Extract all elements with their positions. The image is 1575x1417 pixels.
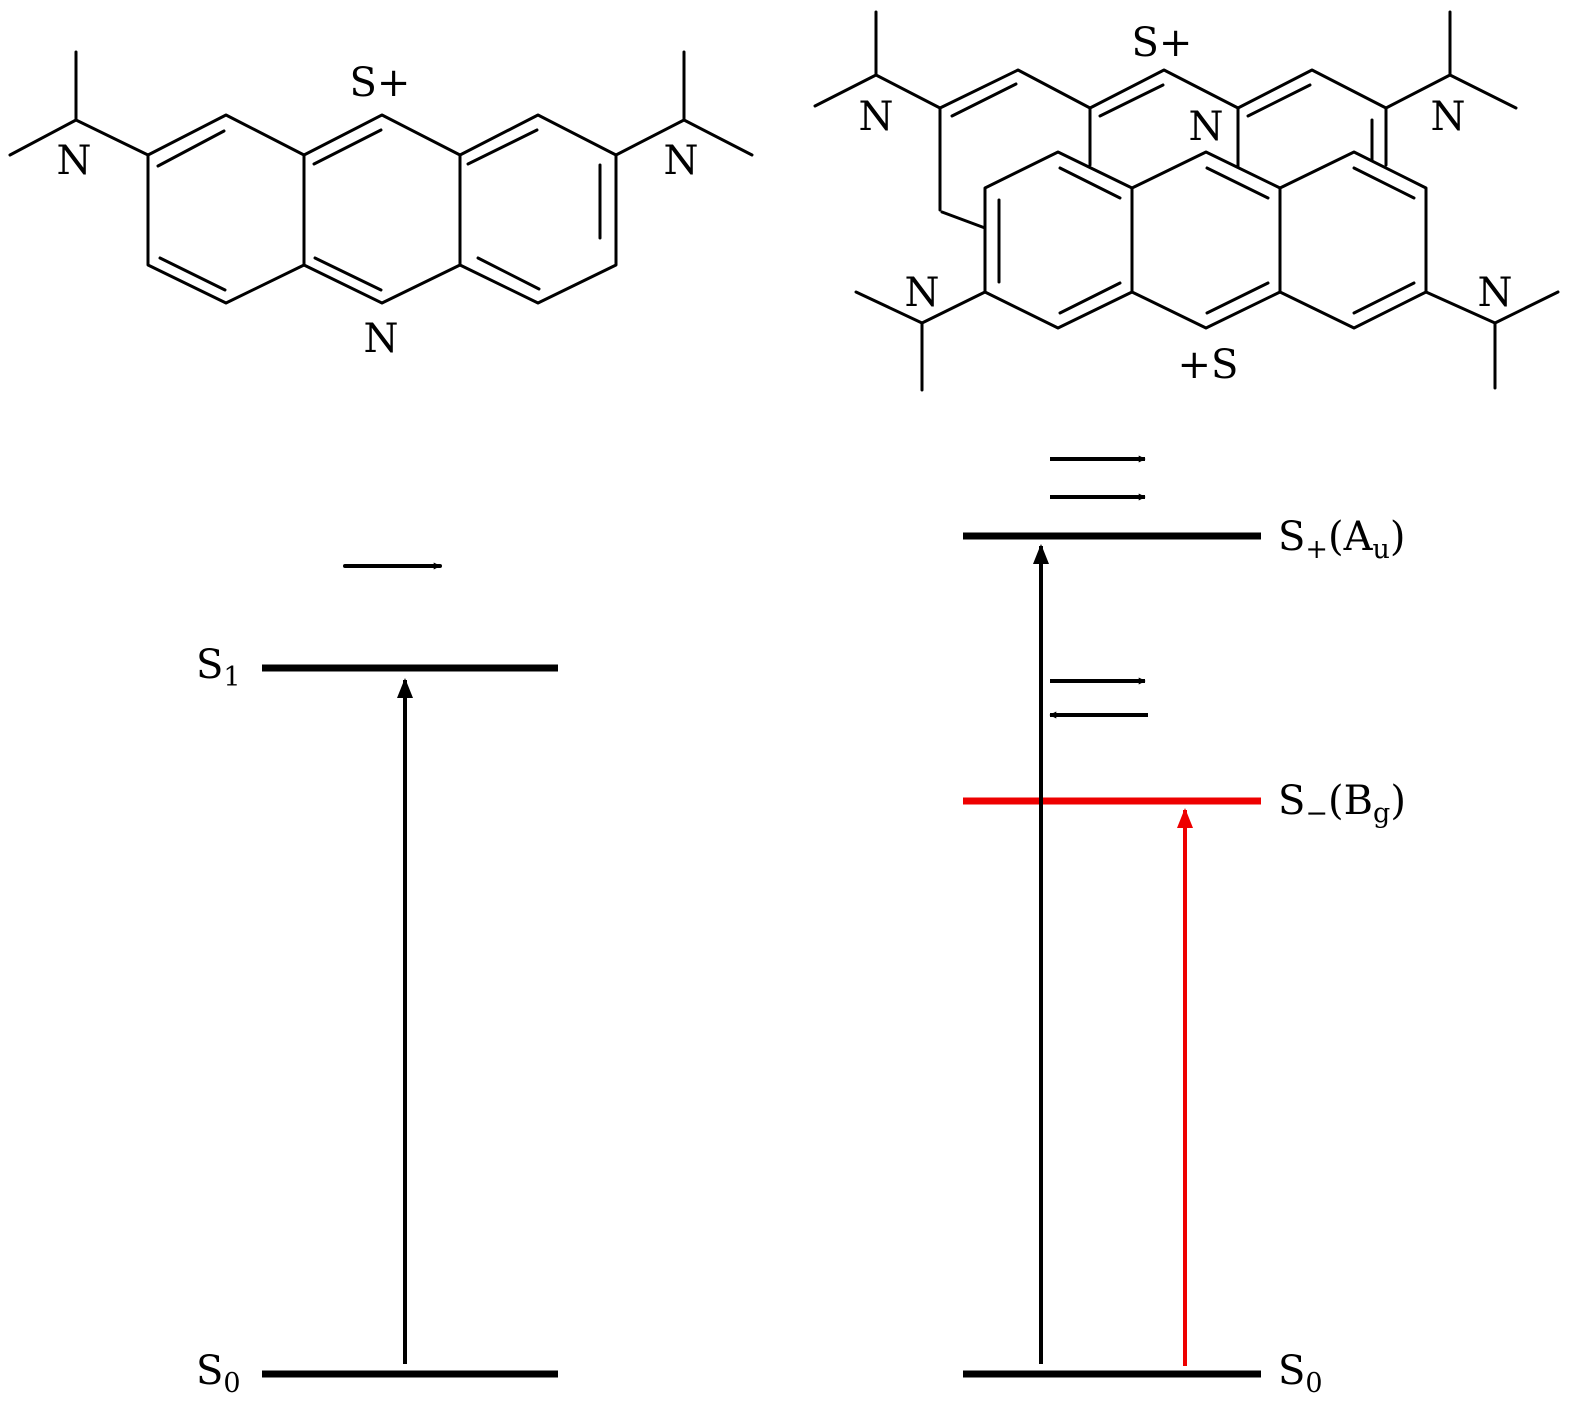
monomer-nitrogen-label: N: [364, 316, 399, 362]
dimer-front-double-6: [1352, 166, 1416, 200]
dimer-front-double-4: [1205, 166, 1270, 200]
monomer-energy-diagram: S1 S0: [196, 562, 558, 1399]
dimer-front-double-1: [1058, 166, 1122, 200]
monomer-right-double-3: [476, 256, 541, 291]
monomer-center-double-2: [313, 256, 383, 292]
monomer-center-double-1: [312, 128, 383, 166]
dimer-amine-label-2: N: [1431, 94, 1466, 140]
dimer-lower-level-label: S−(Bg): [1278, 778, 1406, 829]
dimer-amine-label-4: N: [1478, 270, 1513, 316]
dimer-bottom-sulfur-label: +S: [1178, 342, 1239, 388]
monomer-amine-left-label: N: [57, 138, 92, 184]
dimer-amine-label-3: N: [905, 270, 940, 316]
dimer-front-double-5: [1205, 281, 1270, 315]
dimer-front-molecule: [854, 150, 1560, 392]
monomer-amine-right-label: N: [664, 138, 699, 184]
monomer-left-double-1: [156, 129, 226, 168]
dimer-front-right-amine-bonds: [1424, 290, 1560, 390]
dimer-top-sulfur-label: S+: [1132, 20, 1193, 66]
dimer-front-ring-left: [983, 150, 1134, 330]
dimer-back-ring-left: [938, 68, 1092, 212]
dimer-front-left-amine-bonds: [854, 290, 987, 392]
monomer-left-double-2: [158, 256, 227, 292]
monomer-right-ring: [458, 113, 618, 305]
dimer-ground-level-label: S0: [1278, 1348, 1323, 1399]
dimer-upper-level-label: S+(Au): [1278, 514, 1406, 565]
dimer-nitrogen-label: N: [1189, 104, 1224, 150]
dimer-back-double-4: [1246, 83, 1312, 118]
dimer-front-ring-center: [1130, 150, 1282, 330]
dimer-back-molecule: [813, 10, 1518, 230]
dimer-back-double-1: [950, 82, 1018, 118]
dimer-back-right-amine-bonds: [1384, 10, 1518, 110]
dimer-back-ring-right: [1236, 68, 1388, 167]
dimer-front-double-7: [1352, 281, 1416, 315]
dimer-front-double-3: [1058, 281, 1122, 315]
dimer-back-double-2: [940, 210, 987, 230]
monomer-right-amine-bonds: [614, 50, 754, 157]
dimer-structure: S+ +S N N N N N: [813, 10, 1560, 392]
monomer-left-ring: [146, 113, 306, 305]
monomer-right-double-1: [466, 128, 539, 166]
monomer-center-ring: [302, 113, 462, 305]
monomer-left-amine-bonds: [8, 50, 150, 157]
dimer-back-ring-center: [1088, 68, 1240, 172]
monomer-s1-label: S1: [196, 642, 241, 693]
monomer-sulfur-label: S+: [350, 60, 411, 106]
dimer-back-left-amine-bonds: [813, 10, 942, 110]
monomer-s0-label: S0: [196, 1348, 241, 1399]
dimer-back-double-3: [1098, 83, 1165, 118]
dimer-amine-label-1: N: [859, 94, 894, 140]
dimer-front-ring-right: [1278, 150, 1428, 330]
monomer-structure: S+ N N N: [8, 50, 754, 362]
dimer-energy-diagram: S+(Au) S−(Bg) S0: [963, 455, 1406, 1399]
